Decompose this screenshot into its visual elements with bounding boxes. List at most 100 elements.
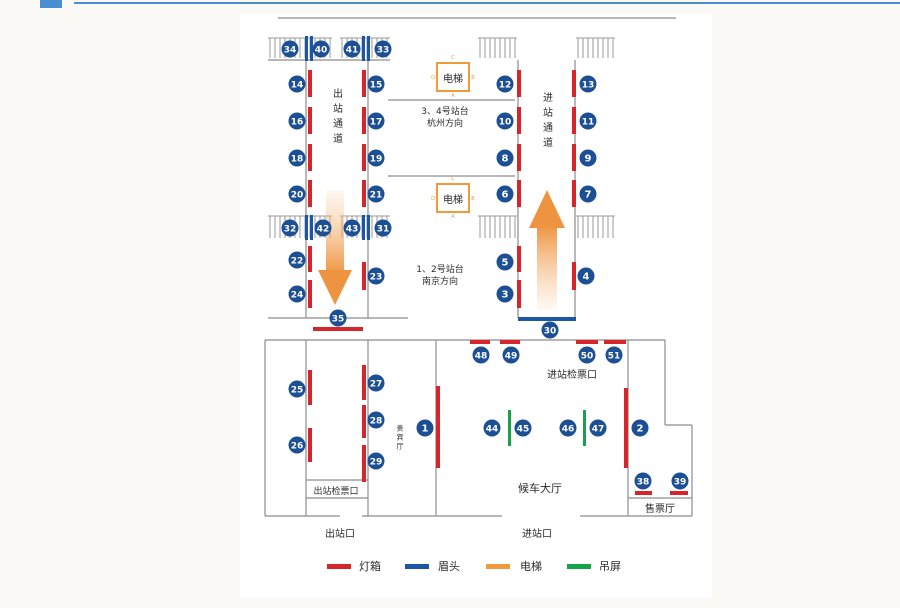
elevator-upper-letter-d: D (431, 75, 435, 81)
badge-circle (579, 112, 597, 130)
legend-label-lightbox: 灯箱 (359, 559, 381, 573)
badge-number: 24 (291, 291, 304, 301)
badge-5: 5 (496, 253, 514, 271)
badge-35: 35 (329, 309, 347, 327)
badge-number: 41 (346, 46, 359, 56)
badge-circle (631, 419, 649, 437)
badge-circle (579, 75, 597, 93)
badge-circle (367, 112, 385, 130)
exit-check-label: 出站检票口 (313, 485, 358, 497)
badge-number: 42 (317, 225, 330, 235)
badge-51: 51 (605, 346, 623, 364)
badge-circle (496, 112, 514, 130)
badge-19: 19 (367, 149, 385, 167)
badge-circle (288, 380, 306, 398)
badge-number: 29 (370, 458, 383, 468)
badge-circle (579, 185, 597, 203)
badge-number: 43 (346, 225, 359, 235)
elevator-lower-letter-d: D (431, 196, 435, 202)
badge-number: 16 (291, 118, 304, 128)
badge-14: 14 (288, 75, 306, 93)
badge-15: 15 (367, 75, 385, 93)
badge-circle (577, 267, 595, 285)
badge-circle (288, 436, 306, 454)
legend-swatch-elevator (486, 564, 510, 569)
badge-27: 27 (367, 374, 385, 392)
vip-hall-label: 贵宾厅 (396, 424, 404, 452)
badge-22: 22 (288, 251, 306, 269)
badge-circle (367, 374, 385, 392)
badge-circle (367, 149, 385, 167)
badge-33: 33 (374, 40, 392, 58)
badge-number: 14 (291, 81, 304, 91)
badge-number: 22 (291, 257, 304, 267)
badge-8: 8 (496, 149, 514, 167)
badge-4: 4 (577, 267, 595, 285)
badge-7: 7 (579, 185, 597, 203)
badge-number: 49 (505, 352, 518, 362)
elevator-lower: 电梯 C B D A (431, 176, 475, 220)
legend-swatch-lightbox (327, 564, 351, 569)
badge-circle (578, 346, 596, 364)
badge-number: 34 (284, 46, 297, 56)
badge-circle (589, 419, 607, 437)
badge-number: 21 (370, 191, 383, 201)
badge-circle (416, 419, 434, 437)
badge-number: 44 (486, 425, 499, 435)
badge-number: 48 (475, 352, 488, 362)
badge-number: 47 (592, 425, 605, 435)
badge-circle (671, 472, 689, 490)
badge-46: 46 (559, 419, 577, 437)
exit-flow-arrow (318, 190, 352, 305)
ticket-hall-label: 售票厅 (645, 502, 675, 515)
elevator-upper-label: 电梯 (443, 72, 463, 85)
stair-mid-right-a (478, 215, 517, 238)
stairs (268, 37, 615, 238)
badge-circle (496, 149, 514, 167)
badge-circle (541, 321, 559, 339)
badge-circle (483, 419, 501, 437)
badge-41: 41 (343, 40, 361, 58)
badge-number: 39 (674, 478, 687, 488)
badge-2: 2 (631, 419, 649, 437)
area-labels: 3、4号站台 杭州方向 1、2号站台 南京方向 出站通道 进站通道 进站检票口 … (313, 87, 675, 540)
badge-circle (288, 251, 306, 269)
badge-circle (496, 253, 514, 271)
legend-swatch-lintel (405, 564, 429, 569)
badge-26: 26 (288, 436, 306, 454)
elevator-lower-letter-a: A (451, 214, 455, 220)
legend-label-elevator: 电梯 (520, 560, 542, 573)
badge-number: 28 (370, 417, 383, 427)
badge-number: 4 (583, 272, 590, 283)
badge-49: 49 (502, 346, 520, 364)
elevator-upper-letter-c: C (451, 55, 455, 61)
platform-12-label: 1、2号站台 (416, 263, 463, 275)
badge-number: 9 (585, 154, 592, 165)
badge-circle (343, 40, 361, 58)
badge-circle (329, 309, 347, 327)
badge-38: 38 (634, 472, 652, 490)
badge-number: 30 (544, 327, 557, 337)
badge-34: 34 (281, 40, 299, 58)
badge-circle (367, 452, 385, 470)
legend: 灯箱 眉头 电梯 吊屏 (327, 559, 621, 573)
badge-10: 10 (496, 112, 514, 130)
elevator-upper: 电梯 C B D A (431, 55, 475, 99)
badge-45: 45 (514, 419, 532, 437)
badge-circle (634, 472, 652, 490)
elevator-lower-letter-b: B (471, 196, 475, 202)
badge-number: 31 (377, 225, 390, 235)
header-accent-block (40, 0, 62, 8)
badge-20: 20 (288, 185, 306, 203)
entry-gate-label: 进站口 (522, 527, 552, 540)
elevator-lower-label: 电梯 (443, 193, 463, 206)
badge-number: 11 (582, 118, 595, 128)
badge-number: 46 (562, 425, 575, 435)
entry-passage-label: 进站通道 (541, 92, 553, 152)
elevator-lower-letter-c: C (451, 176, 455, 182)
badge-circle (288, 75, 306, 93)
badge-39: 39 (671, 472, 689, 490)
lintel-marks (305, 36, 576, 321)
